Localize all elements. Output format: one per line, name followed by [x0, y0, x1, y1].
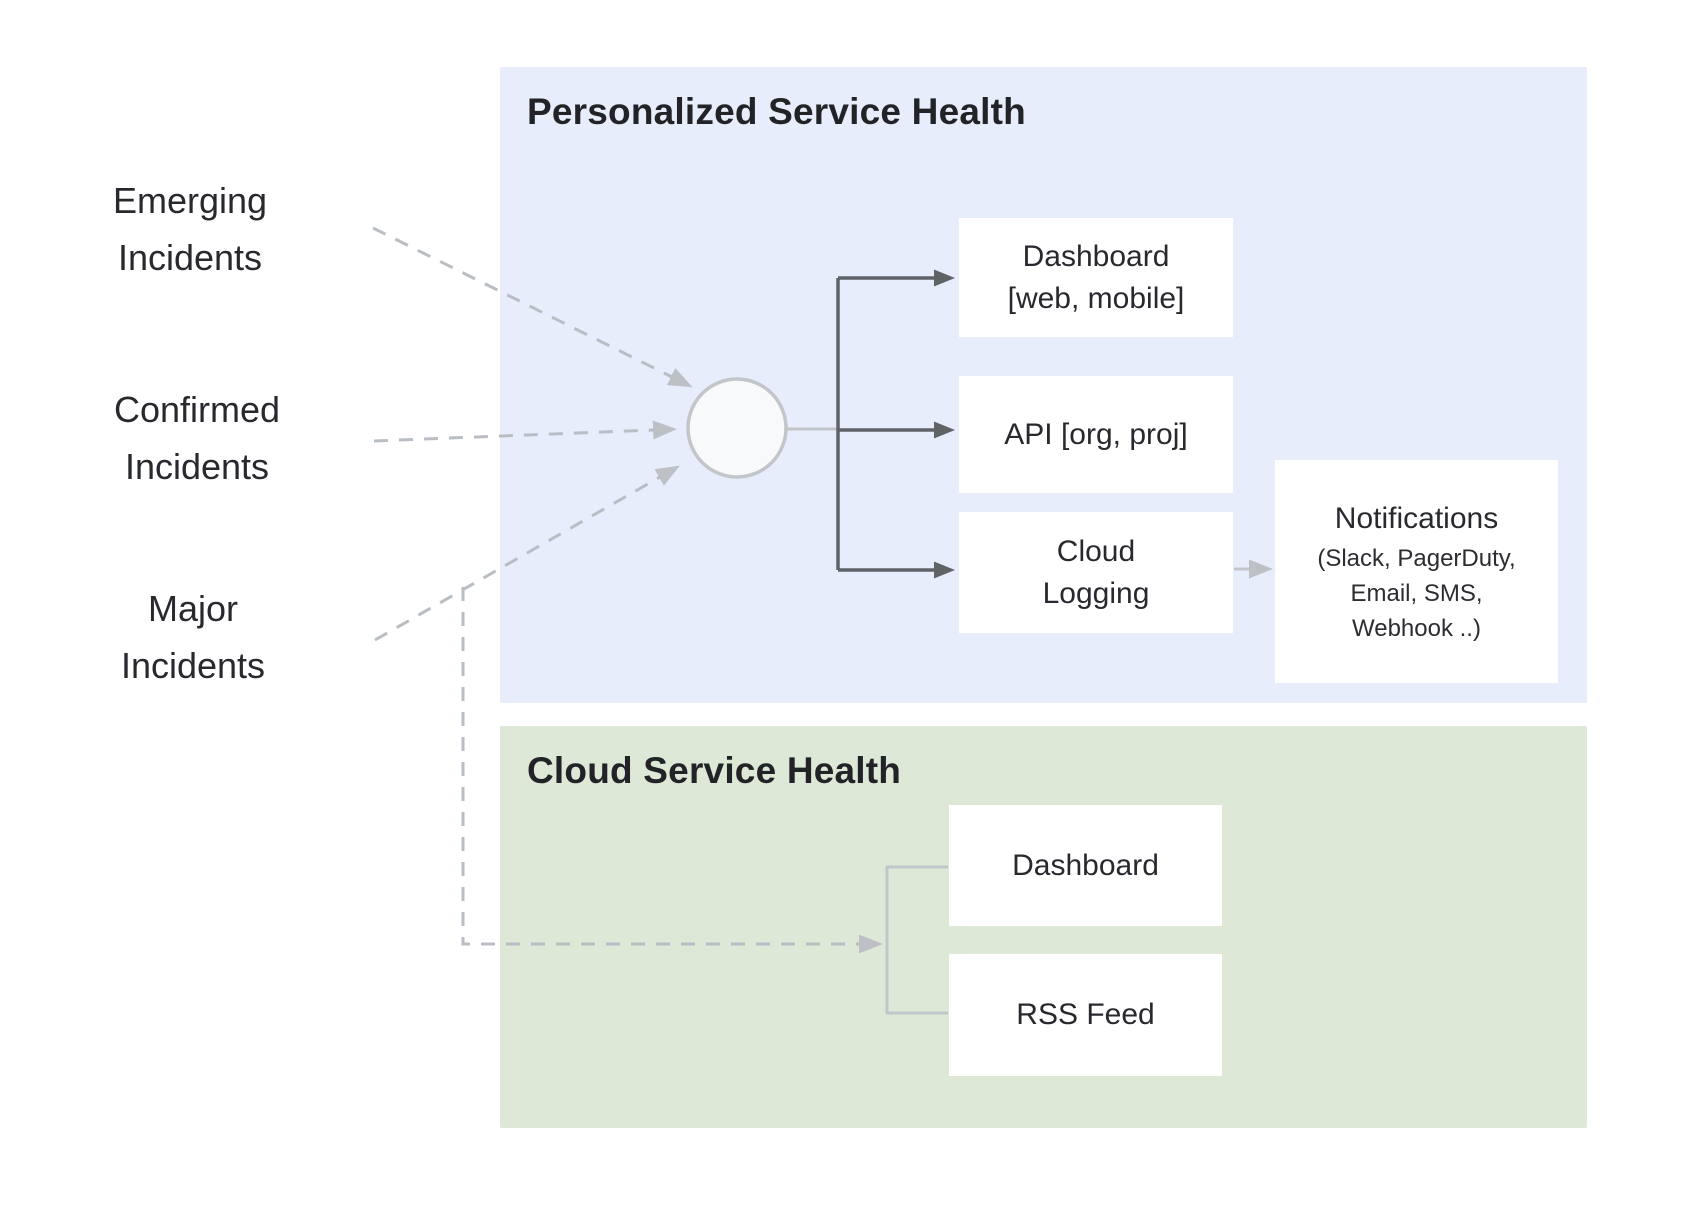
notifications-sub-line: Webhook ..) [1352, 615, 1481, 642]
source-label-line: Incidents [120, 645, 266, 686]
node-api-org-proj: API [org, proj] [959, 376, 1233, 493]
notifications-title: Notifications [1334, 502, 1499, 535]
cloud-panel-title: Cloud Service Health [527, 750, 902, 791]
source-label-line: Incidents [124, 446, 270, 487]
node-label-line: Cloud [1056, 534, 1136, 568]
source-label-confirmed-incidents: Confirmed Incidents [67, 381, 327, 495]
node-label-line: Dashboard [1012, 848, 1159, 882]
source-label-line: Emerging [112, 180, 268, 221]
node-notifications: Notifications (Slack, PagerDuty, Email, … [1275, 460, 1558, 683]
node-label-line: RSS Feed [1016, 998, 1155, 1031]
node-label-line: Logging [1042, 576, 1150, 610]
source-label-major-incidents: Major Incidents [63, 580, 323, 694]
node-cloud-dashboard: Dashboard [949, 805, 1222, 926]
node-label-line: Dashboard [1022, 239, 1170, 273]
notifications-sub-line: (Slack, PagerDuty, [1317, 545, 1516, 572]
node-dashboard-web-mobile: Dashboard [web, mobile] [959, 218, 1233, 337]
source-label-line: Major [147, 588, 239, 629]
source-label-emerging-incidents: Emerging Incidents [60, 172, 320, 286]
node-label-line: API [org, proj] [1004, 417, 1188, 451]
source-label-line: Incidents [117, 237, 263, 278]
notifications-sub-line: Email, SMS, [1350, 580, 1483, 607]
source-label-line: Confirmed [113, 389, 281, 430]
personalized-panel-title: Personalized Service Health [527, 91, 1026, 132]
node-rss-feed: RSS Feed [949, 954, 1222, 1076]
node-cloud-logging: Cloud Logging [959, 512, 1233, 633]
node-label-line: [web, mobile] [1007, 281, 1185, 315]
